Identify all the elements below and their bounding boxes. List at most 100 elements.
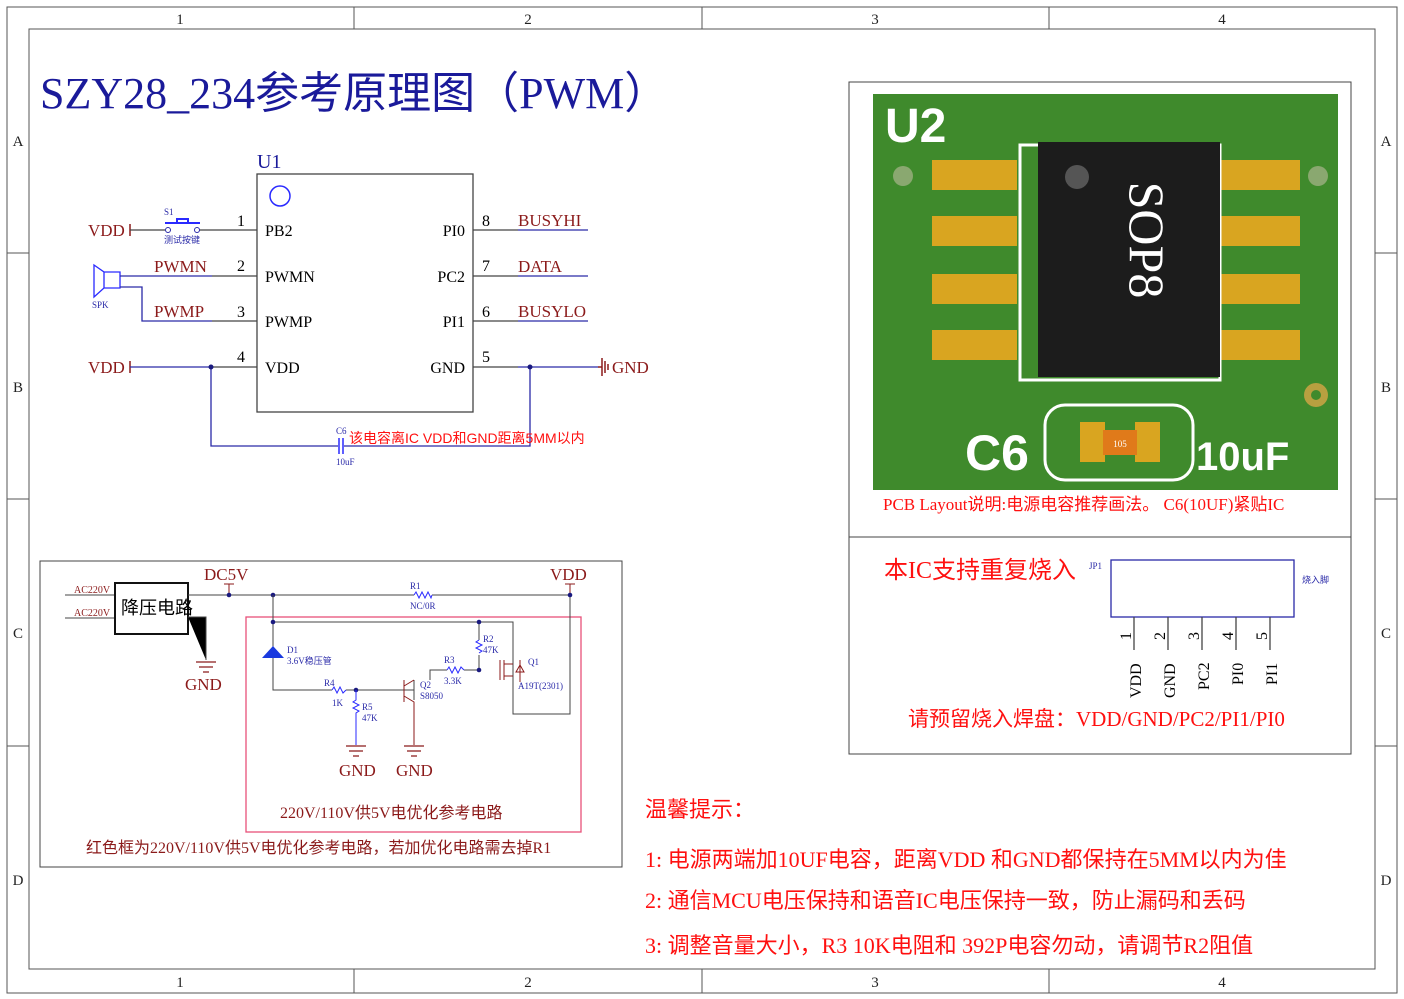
pin-num: 1 <box>237 213 245 230</box>
r5-ref: R5 <box>362 702 373 712</box>
r5-value: 47K <box>362 713 378 723</box>
pin-name: PB2 <box>265 223 293 240</box>
r2-ref: R2 <box>483 634 494 644</box>
net-label-gnd: GND <box>612 358 649 377</box>
tips-title: 温馨提示： <box>645 797 755 822</box>
col-label: 1 <box>176 975 184 991</box>
d1-ref: D1 <box>287 645 298 655</box>
pin-num: 8 <box>482 213 490 230</box>
speaker-icon: SPK <box>92 263 121 310</box>
tip-item: 3: 调整音量大小，R3 10K电阻和 392P电容勿动，请调节R2阻值 <box>645 933 1253 958</box>
jp1-ref: JP1 <box>1089 561 1102 571</box>
gnd-symbol-icon <box>346 745 424 757</box>
col-label: 1 <box>176 12 184 28</box>
col-label: 4 <box>1218 975 1226 991</box>
transistor-q2 <box>403 679 415 745</box>
net-label-data: DATA <box>518 257 563 276</box>
pin-name: PC2 <box>437 269 465 286</box>
c6-ref: C6 <box>336 426 347 436</box>
r1-value: NC/0R <box>410 601 436 611</box>
net-label-vdd: VDD <box>88 221 125 240</box>
r3-ref: R3 <box>444 655 455 665</box>
r4-value: 1K <box>332 698 344 708</box>
jp1-pin-name: GND <box>1162 663 1179 698</box>
net-label-busyhi: BUSYHI <box>518 211 582 230</box>
resistor-r5 <box>351 690 361 745</box>
gnd-label: GND <box>396 761 433 780</box>
pcb-panel <box>848 81 1352 755</box>
pin-num: 2 <box>237 258 245 275</box>
optimization-box <box>245 616 582 833</box>
spk-ref: SPK <box>92 300 109 310</box>
row-label: B <box>13 380 23 396</box>
pin-num: 7 <box>482 258 490 275</box>
pcb-package-label: SOP8 <box>1119 182 1175 299</box>
pin-name: PWMN <box>265 269 315 286</box>
buck-block <box>114 582 189 635</box>
net-label-busylo: BUSYLO <box>518 302 586 321</box>
gnd-label: GND <box>339 761 376 780</box>
pin-num: 4 <box>237 349 245 366</box>
col-label: 4 <box>1218 12 1226 28</box>
pin-name: GND <box>430 360 465 377</box>
sheet-border: 1 2 3 4 1 2 3 4 A B C D A B C D <box>6 6 1398 994</box>
r1-ref: R1 <box>410 581 421 591</box>
resistor-r1 <box>413 590 433 600</box>
r4-ref: R4 <box>324 678 335 688</box>
pin-name: VDD <box>265 360 300 377</box>
pin-name: PWMP <box>265 314 312 331</box>
buck-block-label: 降压电路 <box>121 598 193 618</box>
jp1-pin-num: 3 <box>1186 632 1203 640</box>
u1-ref: U1 <box>257 151 281 173</box>
s1-ref: S1 <box>164 207 174 217</box>
c6-value: 10uF <box>336 457 355 467</box>
gnd-symbol-icon <box>598 358 609 376</box>
resistor-r2 <box>474 639 484 654</box>
pin-num: 3 <box>237 304 245 321</box>
power-panel <box>39 560 623 868</box>
row-label: D <box>1381 873 1392 889</box>
col-label: 2 <box>524 12 532 28</box>
net-label-pwmp: PWMP <box>154 302 204 321</box>
capacitor-c6: C6 10uF <box>336 426 355 467</box>
q1-value: A19T(2301) <box>518 681 563 691</box>
pin-num: 6 <box>482 304 490 321</box>
pcb-caption: PCB Layout说明:电源电容推荐画法。 C6(10UF)紧贴IC <box>883 495 1284 514</box>
q1-ref: Q1 <box>528 657 539 667</box>
power-note: 红色框为220V/110V供5V电优化参考电路，若加优化电路需去掉R1 <box>86 839 551 857</box>
jp1-pin-num: 4 <box>1220 632 1237 640</box>
jp1-pin-name: PC2 <box>1196 662 1213 690</box>
resistor-r4 <box>331 685 347 695</box>
s1-label: 测试按键 <box>164 234 200 245</box>
dc5v-label: DC5V <box>204 565 249 584</box>
burn-title: 本IC支持重复烧入 <box>884 557 1076 584</box>
net-label-pwmn: PWMN <box>154 257 207 276</box>
tip-item: 2: 通信MCU电压保持和语音IC电压保持一致，防止漏码和丢码 <box>645 888 1246 913</box>
ac-input-label: AC220V <box>74 585 111 596</box>
jp1-label: 烧入脚 <box>1302 574 1329 585</box>
jp1-pin-name: PI0 <box>1230 663 1247 685</box>
col-label: 3 <box>871 975 879 991</box>
r2-value: 47K <box>483 645 499 655</box>
row-label: A <box>13 134 24 150</box>
c6-note: 该电容离IC VDD和GND距离5MM以内 <box>349 430 585 446</box>
pcb-chip-ref: U2 <box>885 100 946 153</box>
jp1-header <box>1110 559 1295 618</box>
u1-chip: U1 1 2 3 4 PB2 PWMN PWMP VDD PI0 PC2 PI1… <box>212 151 518 413</box>
pin-name: PI1 <box>443 314 465 331</box>
zener-diode-d1 <box>262 646 284 658</box>
pcb-cap-value: 10uF <box>1196 435 1289 479</box>
gnd-symbol-icon <box>196 661 216 673</box>
d1-value: 3.6V稳压管 <box>287 655 332 666</box>
test-button-s1: S1 测试按键 <box>164 207 200 245</box>
jp1-pin-num: 5 <box>1254 632 1271 640</box>
row-label: A <box>1381 134 1392 150</box>
tip-item: 1: 电源两端加10UF电容，距离VDD 和GND都保持在5MM以内为佳 <box>645 847 1287 872</box>
q2-value: S8050 <box>420 691 444 701</box>
pin1-marker-icon <box>269 185 291 207</box>
jp1-pin-name: PI1 <box>1264 663 1281 685</box>
row-label: C <box>13 626 23 642</box>
mosfet-q1 <box>499 660 525 682</box>
optimization-box-caption: 220V/110V供5V电优化参考电路 <box>280 804 503 822</box>
